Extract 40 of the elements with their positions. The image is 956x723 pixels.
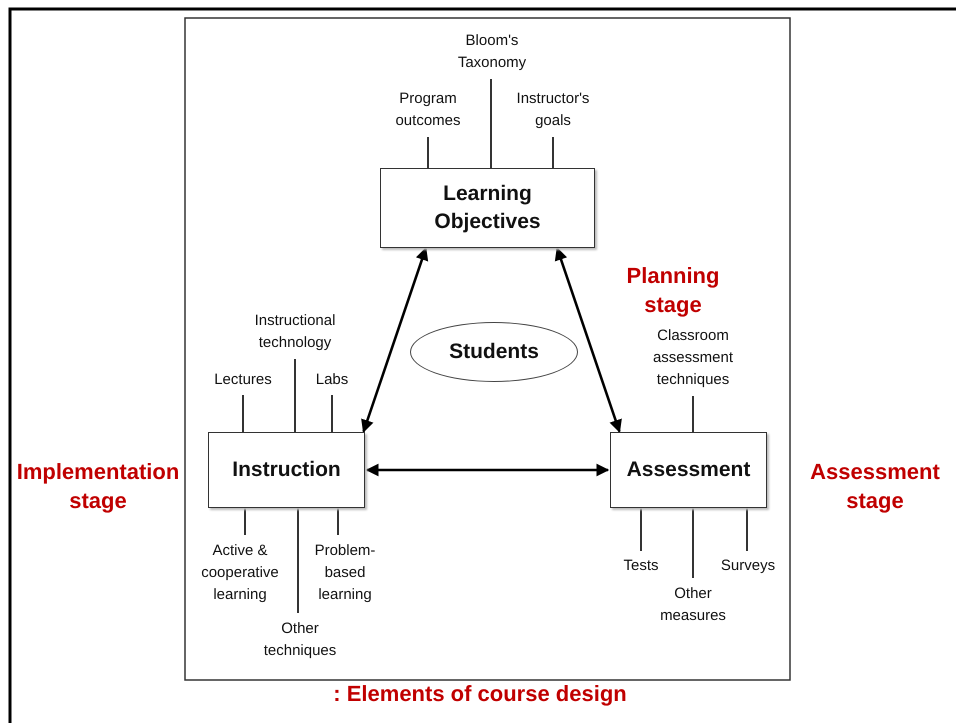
double-arrow [554, 247, 622, 433]
leader-line [692, 508, 694, 578]
stage-label: Planning stage [626, 262, 720, 319]
leader-line [490, 79, 492, 168]
leader-label: Active & cooperative learning [188, 538, 292, 608]
leader-label: Surveys [708, 554, 788, 578]
leader-line [640, 508, 642, 551]
double-arrow [361, 247, 428, 433]
box-label: Students [449, 338, 539, 365]
leader-line [337, 508, 339, 535]
leader-label: Classroom assessment techniques [633, 323, 753, 393]
stage-label: Assessment stage [809, 458, 941, 515]
leader-label: Program outcomes [378, 86, 478, 134]
leader-label: Lectures [208, 368, 278, 392]
box-label: Learning Objectives [433, 180, 542, 235]
leader-line [552, 137, 554, 168]
leader-line [244, 508, 246, 535]
figure-caption: : Elements of course design [332, 680, 628, 708]
process-box [610, 432, 767, 508]
leader-line [297, 508, 299, 613]
leader-label: Bloom's Taxonomy [432, 28, 552, 76]
leader-line [331, 395, 333, 432]
leader-label: Labs [305, 368, 359, 392]
leader-line [746, 508, 748, 551]
box-label: Instruction [232, 456, 341, 483]
leader-line [692, 396, 694, 432]
leader-label: Tests [611, 554, 671, 578]
stage-label: Implementation stage [16, 458, 180, 515]
leader-label: Other techniques [248, 616, 352, 664]
leader-line [242, 395, 244, 432]
leader-label: Instructional technology [235, 308, 355, 356]
leader-label: Problem-based learning [300, 538, 390, 608]
box-label: Assessment [626, 456, 750, 483]
leader-label: Instructor's goals [498, 86, 608, 134]
process-box [380, 168, 595, 248]
leader-line [294, 359, 296, 432]
double-arrow [366, 464, 610, 476]
process-box [208, 432, 365, 508]
leader-label: Other measures [643, 581, 743, 629]
leader-line [427, 137, 429, 168]
